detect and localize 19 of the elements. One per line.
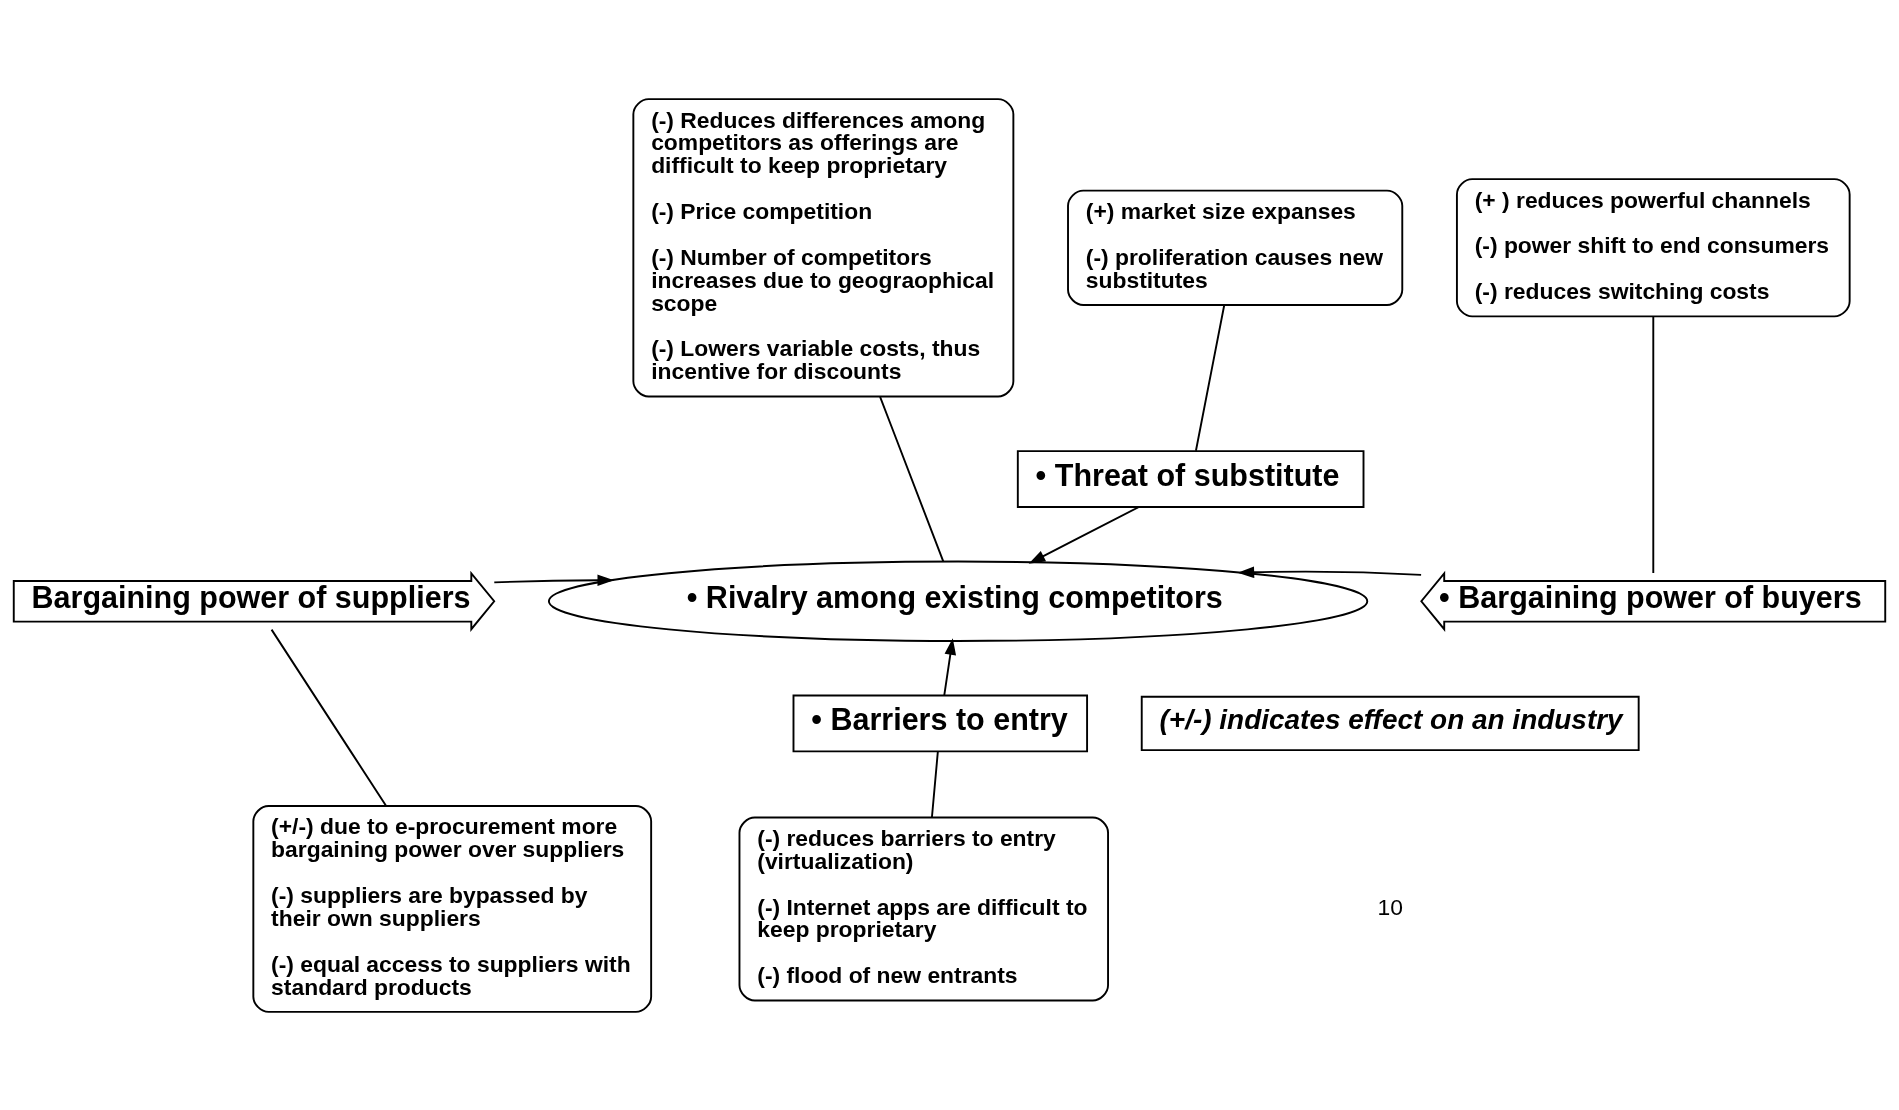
node-box: (+/-) indicates effect on an industry (1140, 695, 1640, 751)
connector (270, 628, 387, 807)
connector (1652, 315, 1655, 574)
node-box: • Threat of substitute (1016, 449, 1365, 508)
node-box: (-) reduces barriers to entry (virtualization) (-) Internet apps are difficult to keep proprietary (-) flood of new entrants (738, 816, 1109, 1001)
label: 10 (1377, 893, 1403, 920)
connector (930, 750, 939, 818)
node-box: (+) market size expanses (-) proliferation causes new substitutes (1067, 189, 1404, 306)
node-box: (+ ) reduces powerful channels (-) power shift to end consumers (-) reduces switching costs (1455, 177, 1851, 317)
connector (1194, 303, 1226, 452)
connector (879, 395, 945, 562)
arrow (1028, 505, 1140, 564)
node-box: (+/-) due to e-procurement more bargaining power over suppliers (-) suppliers are bypassed by their own suppliers (-) equal access to suppliers with standard products (252, 804, 653, 1013)
node-box: (-) Reduces differences among competitors as offerings are difficult to keep proprietary (-) Price competition (-) Number of competitors increases due to geograophical scope (-) Lowers variable costs, thus incentive for discounts (632, 97, 1015, 397)
node-box: • Barriers to entry (792, 694, 1089, 752)
arrow (1237, 565, 1423, 578)
arrow (943, 637, 957, 696)
arrow (493, 574, 615, 586)
node-ellipse: • Rivalry among existing competitors (547, 560, 1369, 642)
